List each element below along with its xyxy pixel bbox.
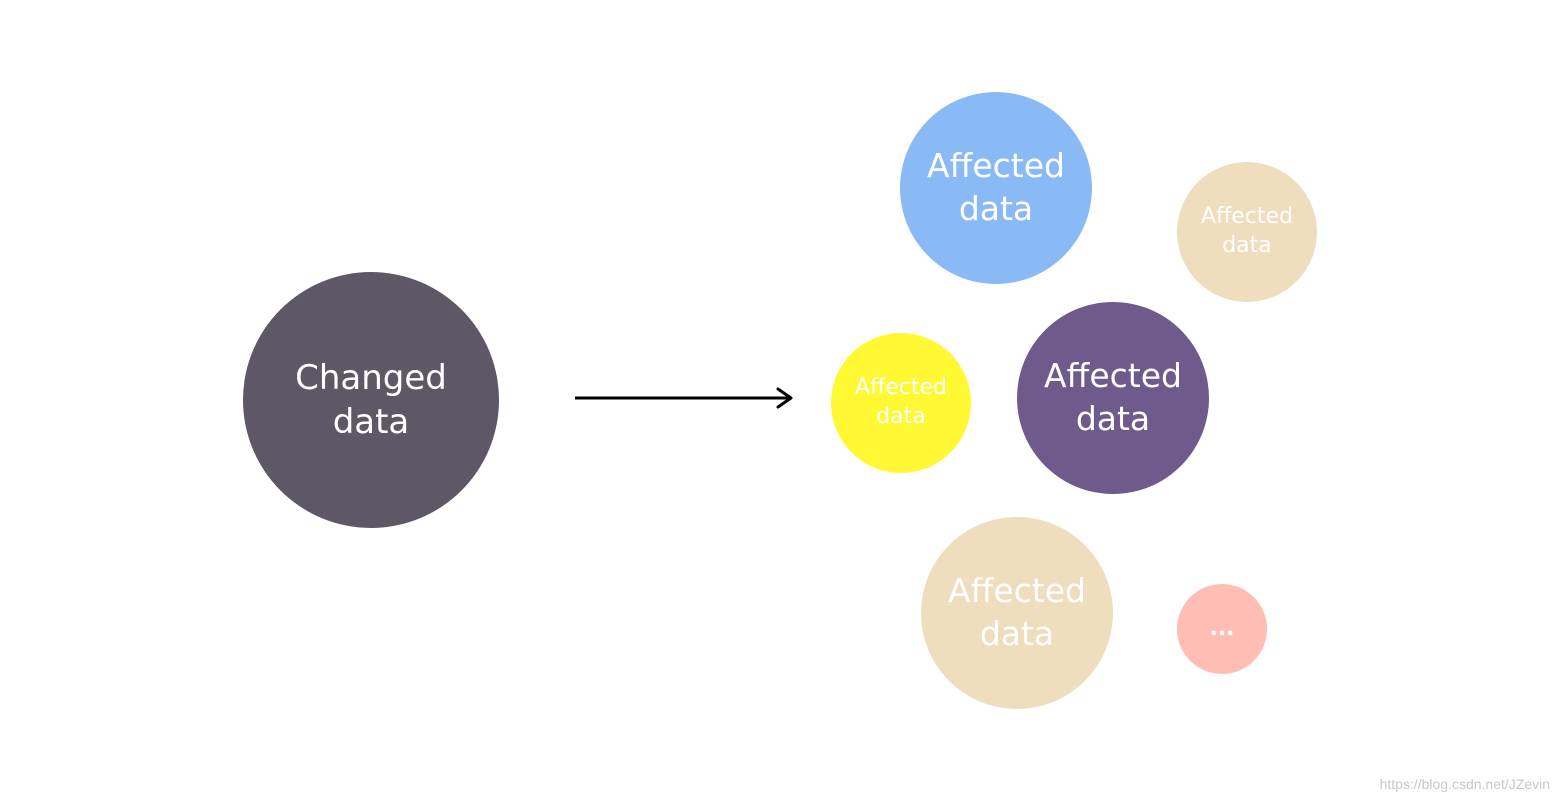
affected-data-label-line-1: Affected — [1201, 204, 1293, 230]
affected-data-label: Affected data — [1044, 355, 1182, 441]
watermark: https://blog.csdn.net/JZevin — [1379, 776, 1550, 792]
affected-data-label-line-2: data — [876, 404, 926, 429]
affected-data-node-blue: Affected data — [900, 92, 1092, 284]
affected-data-node-tan-small: Affected data — [1177, 162, 1317, 302]
changed-data-label: Changed data — [295, 356, 447, 444]
more-affected-node: ... — [1177, 584, 1267, 674]
arrow-icon — [575, 387, 793, 409]
changed-data-node: Changed data — [243, 272, 499, 528]
affected-data-label-line-1: Affected — [948, 571, 1086, 611]
affected-data-label: Affected data — [948, 570, 1086, 656]
affected-data-node-purple: Affected data — [1017, 302, 1209, 494]
affected-data-label-line-1: Affected — [927, 146, 1065, 186]
changed-data-label-line-1: Changed — [295, 357, 447, 398]
affected-data-label: Affected data — [855, 374, 947, 431]
affected-data-node-tan-large: Affected data — [921, 517, 1113, 709]
affected-data-label: Affected data — [1201, 203, 1293, 260]
affected-data-label-line-2: data — [1075, 399, 1151, 438]
more-affected-label: ... — [1209, 615, 1235, 641]
arrow-head — [776, 387, 793, 409]
affected-data-label: Affected data — [927, 145, 1065, 231]
affected-data-node-yellow: Affected data — [831, 333, 971, 473]
changed-data-label-line-2: data — [332, 402, 410, 442]
affected-data-label-line-2: data — [979, 614, 1055, 653]
affected-data-label-line-2: data — [1222, 233, 1272, 258]
affected-data-label-line-2: data — [958, 189, 1034, 228]
affected-data-label-line-1: Affected — [1044, 356, 1182, 396]
affected-data-label-line-1: Affected — [855, 375, 947, 401]
